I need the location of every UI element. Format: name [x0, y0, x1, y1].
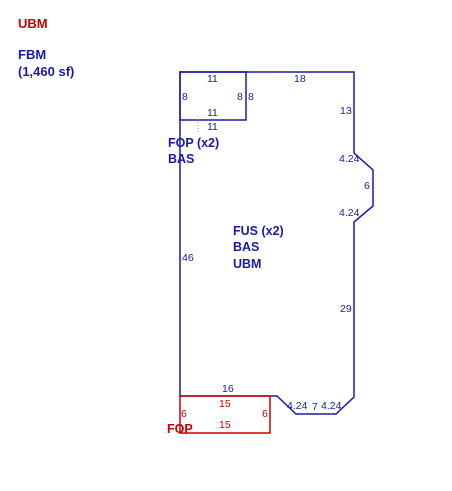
dim-upper-box-left: 8: [182, 91, 188, 103]
dim-bottom-diag-left: 4.24: [287, 400, 308, 412]
dim-bottom-mid: 7: [312, 401, 318, 413]
legend-area: (1,460 sf): [18, 64, 75, 79]
dim-top-right: 18: [294, 73, 306, 85]
dim-left: 46: [182, 252, 194, 264]
label-fop-upper: FOP (x2): [168, 136, 219, 150]
dim-right-upper: 13: [340, 105, 352, 117]
legend-fbm: FBM: [18, 47, 47, 62]
dim-porch-right: 6: [262, 408, 268, 420]
label-fus: FUS (x2): [233, 224, 284, 238]
dim-bay-top-diag: 4.24: [339, 153, 360, 165]
label-bas-upper: BAS: [168, 152, 194, 166]
legend-ubm: UBM: [18, 16, 48, 31]
dim-upper-box-right-outer: 8: [248, 91, 254, 103]
dim-upper-box-right-inner: 8: [237, 91, 243, 103]
dim-upper-box-bottom: 11: [207, 107, 218, 119]
dim-porch-left: 6: [181, 408, 187, 420]
label-fop-lower: FOP: [167, 422, 193, 436]
dim-bay-bottom-diag: 4.24: [339, 207, 360, 219]
dim-bottom-diag-right: 4.24: [321, 400, 342, 412]
label-fus-bas: BAS: [233, 240, 259, 254]
label-fus-ubm: UBM: [233, 257, 261, 271]
lower-porch-box: [179, 395, 271, 434]
dim-bottom-left: 16: [222, 383, 234, 395]
dim-upper-box-bottom-outer: 11: [207, 121, 218, 133]
dim-bay-side: 6: [364, 180, 370, 192]
upper-porch-box: [179, 71, 247, 121]
dim-right-lower: 29: [340, 303, 352, 315]
dim-upper-box-top: 11: [207, 73, 218, 85]
dim-porch-bottom: 15: [219, 419, 231, 431]
dim-porch-top: 15: [219, 398, 231, 410]
